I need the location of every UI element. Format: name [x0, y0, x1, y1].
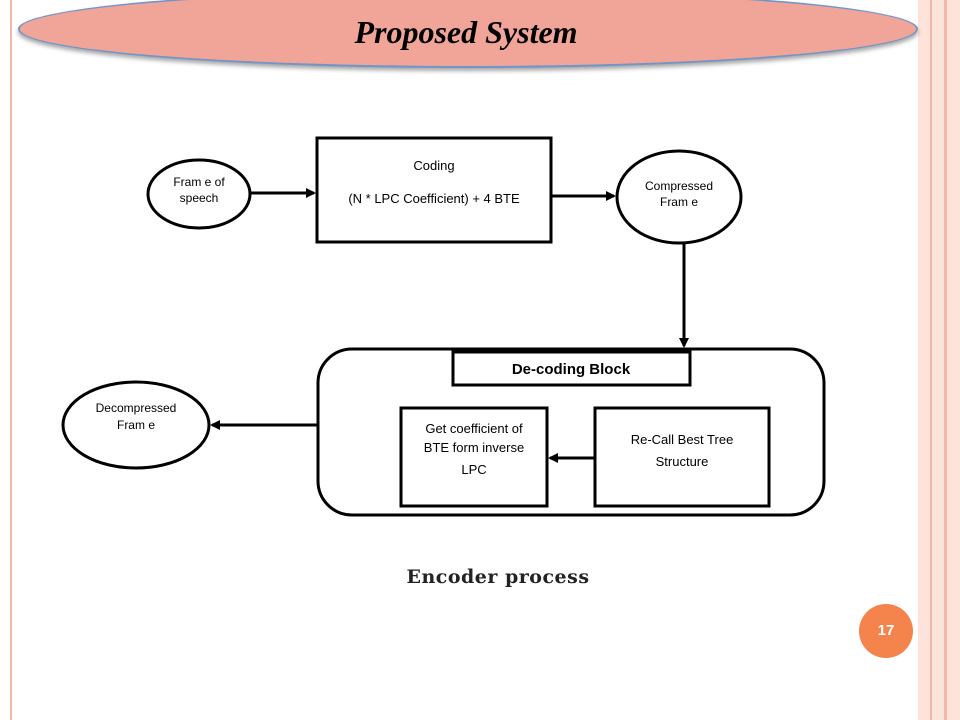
- frame-right-line-2: [944, 0, 947, 720]
- recall-line-1: Re-Call Best Tree: [631, 432, 734, 447]
- coefficient-box: Get coefficient of BTE form inverse LPC: [399, 406, 549, 508]
- decoding-block-title: De-coding Block: [512, 361, 631, 378]
- diagram-caption: Encoder process: [406, 566, 590, 588]
- frame-of-speech-line-2: speech: [180, 191, 219, 205]
- frame-right-line-1: [930, 0, 932, 720]
- frame-left-border: [10, 0, 12, 720]
- compressed-frame-node: Compressed Fram e: [615, 149, 743, 245]
- decompressed-frame-line-2: Fram e: [117, 418, 155, 432]
- slide-title: Proposed System: [354, 14, 578, 50]
- frame-of-speech-node: Fram e of speech: [146, 158, 252, 230]
- page-number-badge: 17: [859, 604, 913, 658]
- coding-box: Coding (N * LPC Coefficient) + 4 BTE: [315, 136, 553, 244]
- coding-formula: (N * LPC Coefficient) + 4 BTE: [348, 191, 520, 206]
- recall-tree-box: Re-Call Best Tree Structure: [593, 406, 771, 508]
- coefficient-line-1: Get coefficient of: [425, 421, 523, 436]
- decompressed-frame-line-1: Decompressed: [96, 401, 177, 415]
- coefficient-line-2: BTE form inverse: [424, 440, 524, 455]
- title-banner: [18, 0, 918, 68]
- coding-title: Coding: [413, 158, 454, 173]
- decompressed-frame-node: Decompressed Fram e: [61, 380, 211, 470]
- recall-line-2: Structure: [656, 454, 709, 469]
- compressed-frame-line-2: Fram e: [660, 195, 698, 209]
- coefficient-line-3: LPC: [461, 462, 486, 477]
- frame-of-speech-line-1: Fram e of: [173, 175, 225, 189]
- frame-right-band: [918, 0, 960, 720]
- compressed-frame-line-1: Compressed: [645, 179, 713, 193]
